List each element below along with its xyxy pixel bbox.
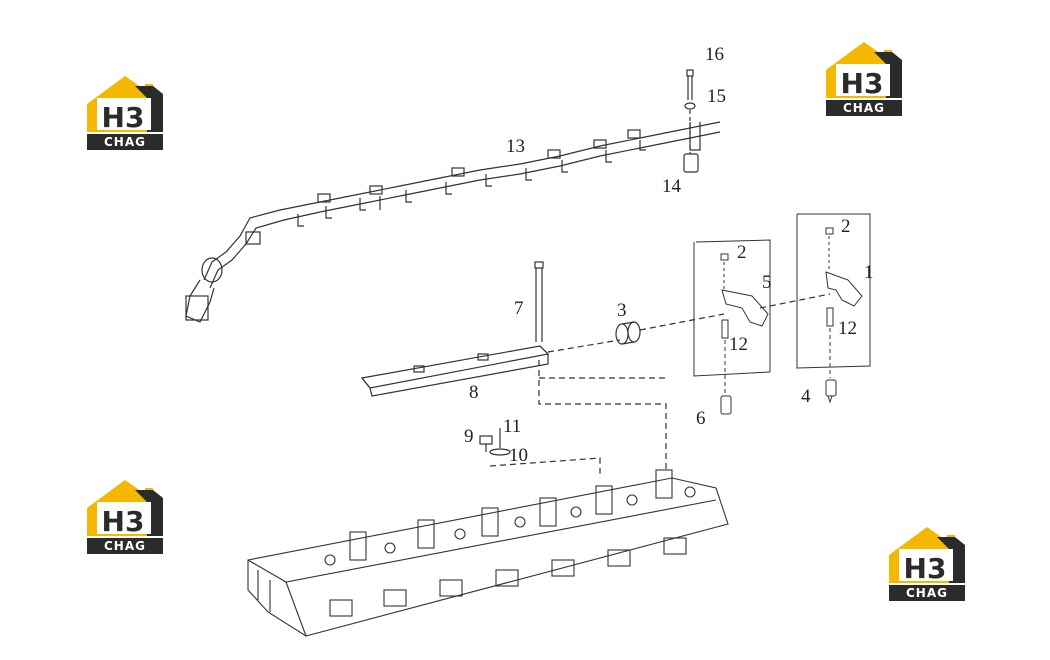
logo-word: CHAG bbox=[906, 586, 948, 600]
callout-8: 8 bbox=[469, 382, 479, 403]
callout-7: 7 bbox=[514, 298, 524, 319]
logo-bottom-right: H3 CHAG bbox=[889, 527, 965, 601]
bushing bbox=[615, 293, 831, 345]
logo-mark: H3 bbox=[102, 101, 145, 134]
logo-word: CHAG bbox=[104, 539, 146, 553]
logo-top-right: H3 CHAG bbox=[826, 42, 902, 116]
cover-fasteners bbox=[479, 428, 601, 478]
rocker-arm-group-left bbox=[693, 239, 771, 415]
callout-6: 6 bbox=[696, 408, 706, 429]
logo-bottom-left: H3 CHAG bbox=[87, 480, 163, 554]
callout-15: 15 bbox=[707, 86, 726, 107]
callout-12-left: 12 bbox=[729, 334, 748, 355]
cylinder-head bbox=[247, 469, 729, 637]
callout-4: 4 bbox=[801, 386, 811, 407]
callout-12-right: 12 bbox=[838, 318, 857, 339]
rocker-shaft bbox=[360, 339, 621, 397]
logo-word: CHAG bbox=[104, 135, 146, 149]
callout-5: 5 bbox=[762, 272, 772, 293]
logo-mark: H3 bbox=[841, 67, 884, 100]
callout-1: 1 bbox=[864, 262, 874, 283]
callout-2-right: 2 bbox=[841, 216, 851, 237]
callout-9: 9 bbox=[464, 426, 474, 447]
callout-16: 16 bbox=[705, 44, 724, 65]
callout-10: 10 bbox=[509, 445, 528, 466]
callout-14: 14 bbox=[662, 176, 682, 197]
logo-top-left: H3 CHAG bbox=[87, 76, 163, 150]
callout-13: 13 bbox=[506, 136, 525, 157]
callout-11: 11 bbox=[503, 416, 521, 437]
logo-mark: H3 bbox=[904, 552, 947, 585]
logo-mark: H3 bbox=[102, 505, 145, 538]
harness-bolt bbox=[683, 69, 699, 173]
rocker-arm-group-right bbox=[796, 213, 871, 404]
callout-3: 3 bbox=[617, 300, 627, 321]
logo-word: CHAG bbox=[843, 101, 885, 115]
callout-2-left: 2 bbox=[737, 242, 747, 263]
wiring-harness bbox=[185, 121, 721, 323]
shaft-bolt bbox=[534, 261, 667, 470]
